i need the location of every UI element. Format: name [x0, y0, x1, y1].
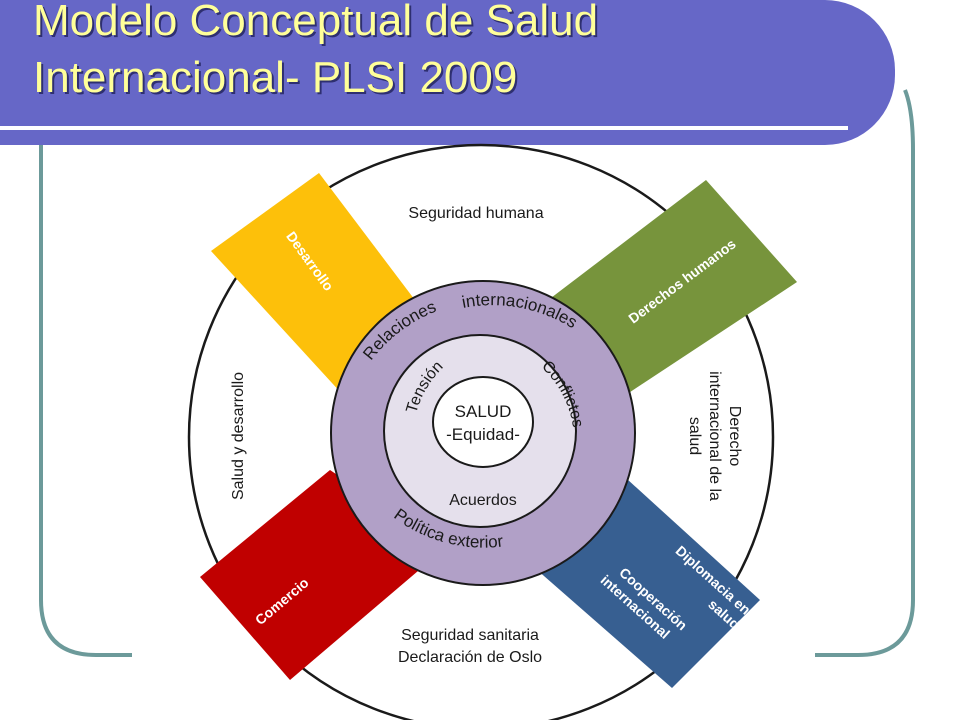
label-acuerdos: Acuerdos: [449, 492, 517, 509]
title-line-1: Modelo Conceptual de Salud: [33, 0, 599, 45]
label-derecho-line3: salud: [686, 417, 703, 455]
label-salud-desarrollo: Salud y desarrollo: [230, 372, 247, 500]
slide-title: Modelo Conceptual de Salud Internacional…: [33, 0, 598, 106]
title-line-2: Internacional- PLSI 2009: [33, 53, 518, 102]
center-label-equidad: -Equidad-: [446, 425, 520, 444]
title-underline: [0, 126, 848, 130]
label-derecho-line1: Derecho: [726, 406, 743, 467]
title-bar: Modelo Conceptual de Salud Internacional…: [0, 0, 895, 145]
label-derecho-internacional: Derecho internacional de la salud: [686, 371, 743, 501]
label-derecho-line2: internacional de la: [706, 371, 723, 501]
label-seguridad-sanitaria: Seguridad sanitaria: [401, 627, 539, 644]
center-label-salud: SALUD: [455, 402, 512, 421]
label-seguridad-humana: Seguridad humana: [408, 205, 543, 222]
label-declaracion-oslo: Declaración de Oslo: [398, 649, 542, 666]
center-ellipse: [432, 376, 534, 468]
